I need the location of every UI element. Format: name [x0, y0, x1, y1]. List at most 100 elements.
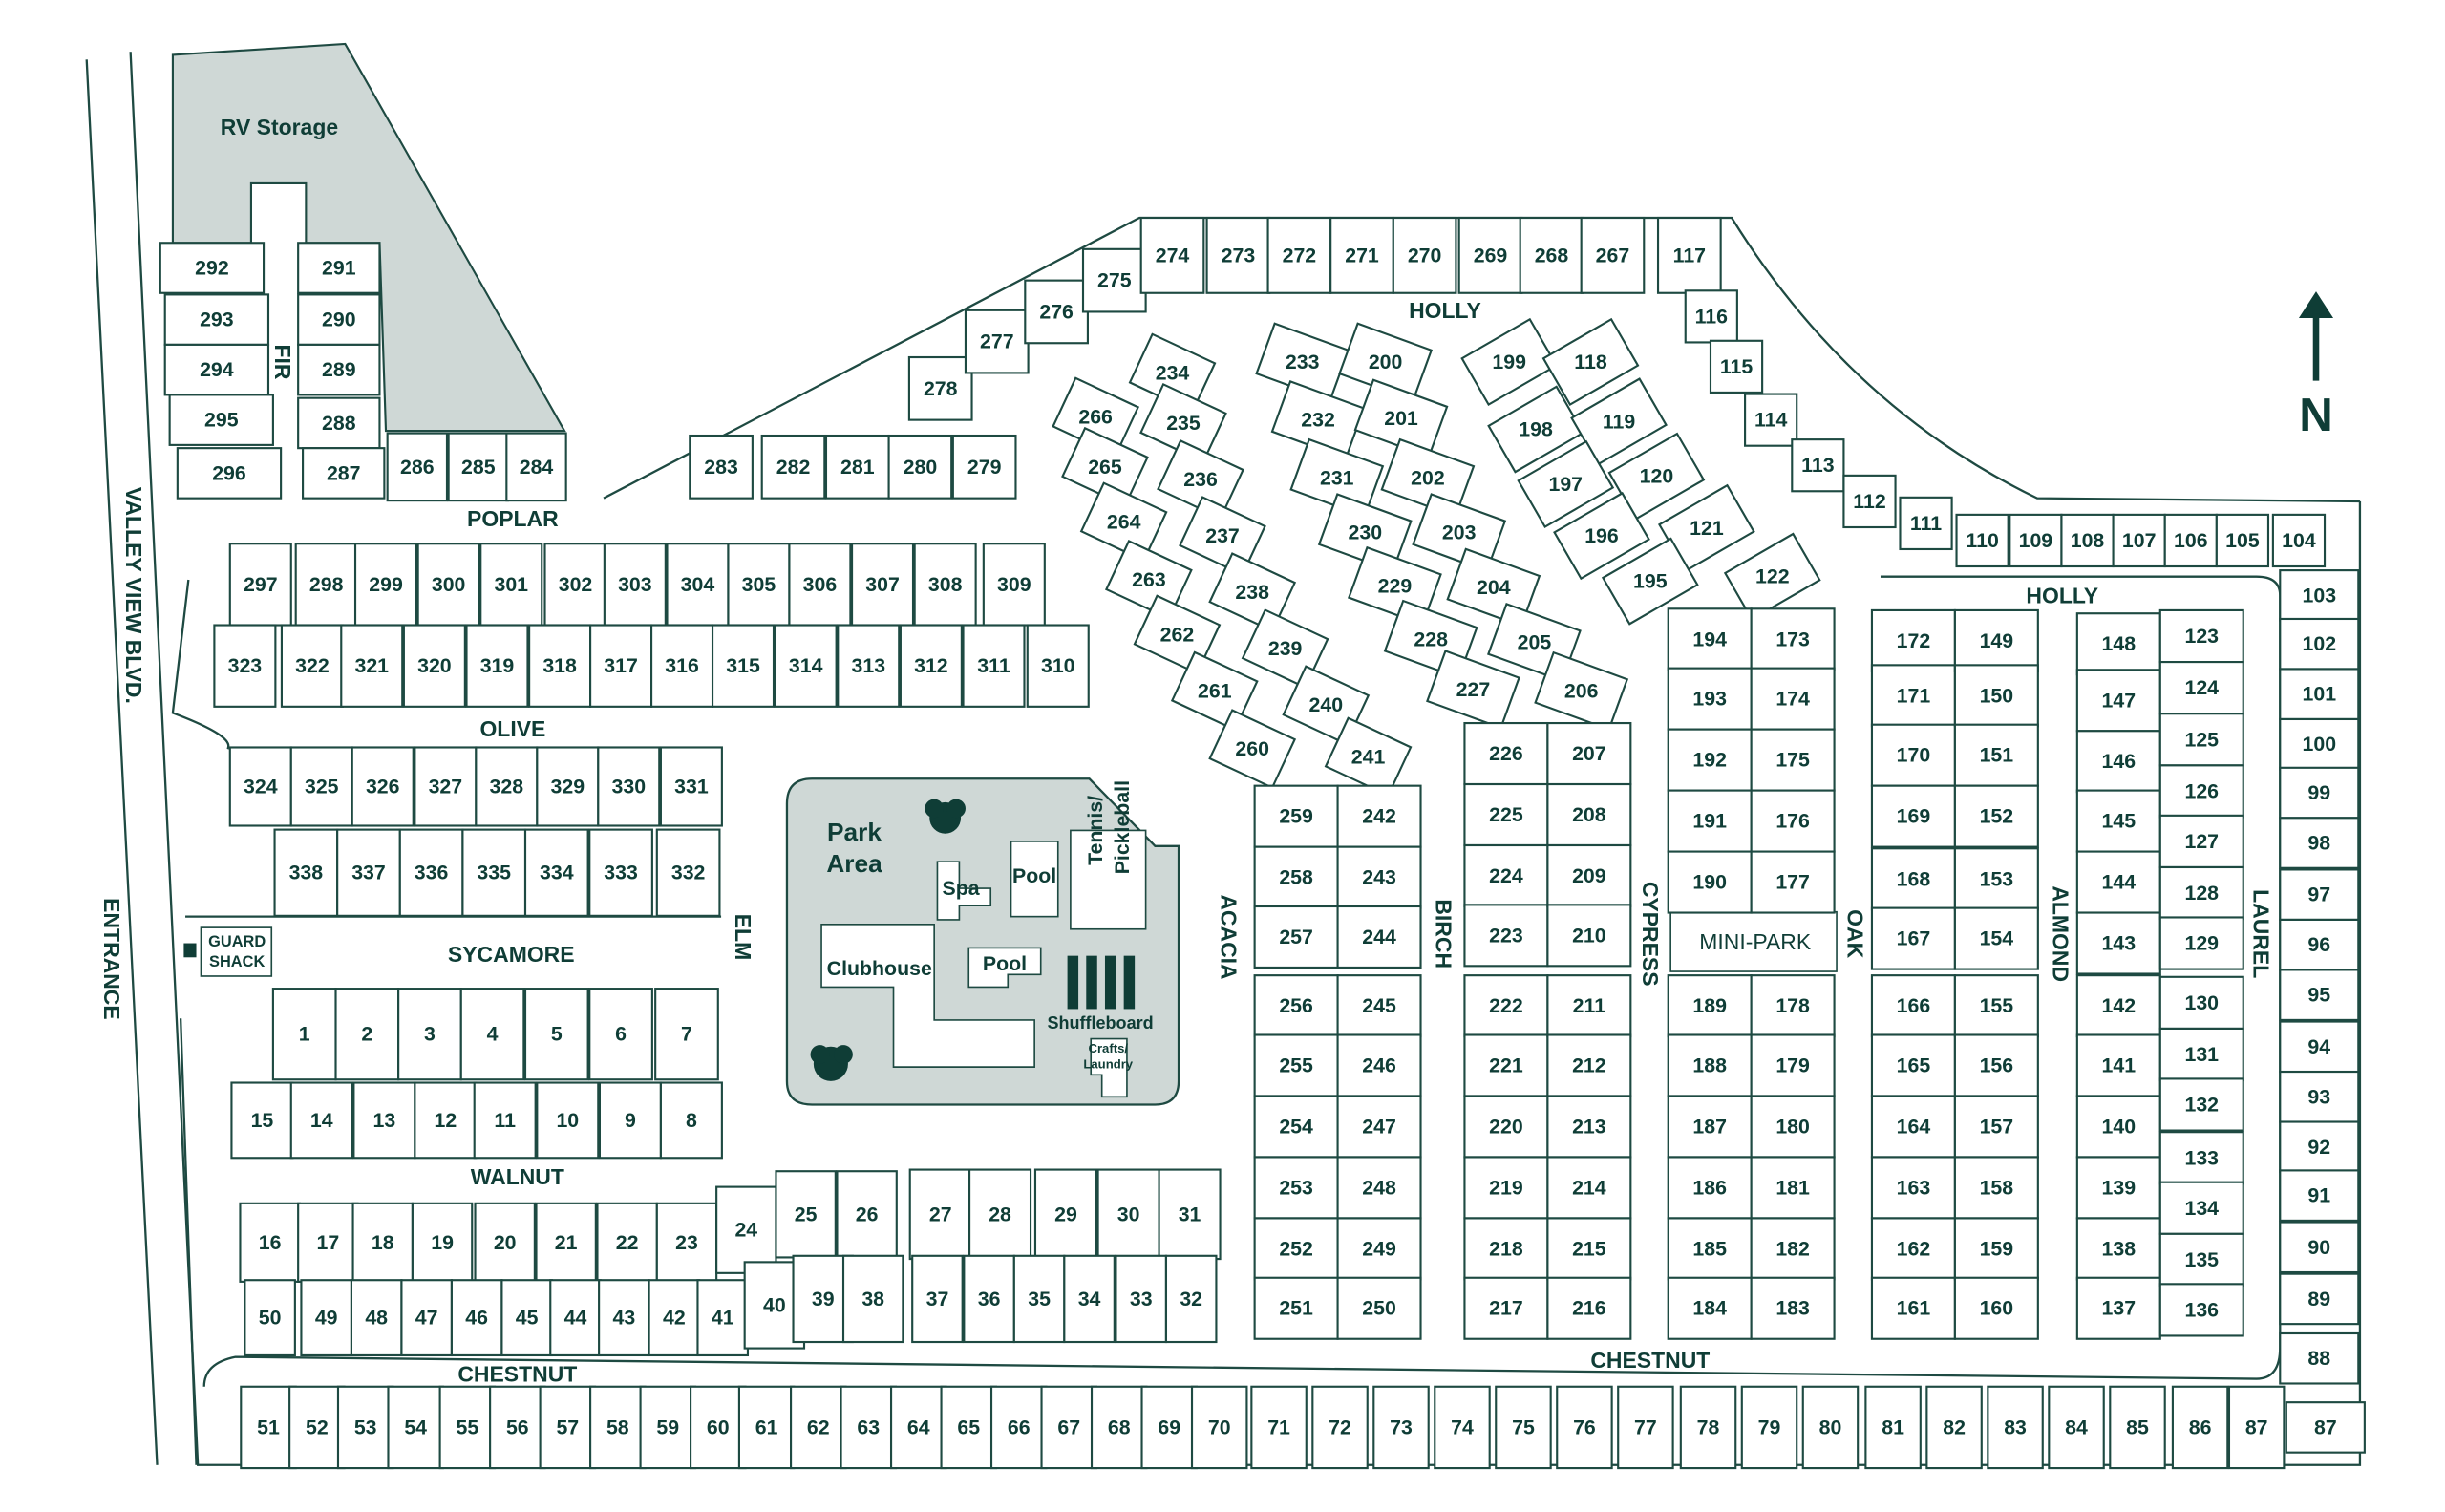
lot-10[interactable]: 10 [536, 1081, 600, 1160]
lot-274[interactable]: 274 [1139, 216, 1205, 294]
lot-81[interactable]: 81 [1864, 1385, 1922, 1470]
lot-1[interactable]: 1 [271, 988, 337, 1081]
lot-188[interactable]: 188 [1667, 1033, 1753, 1097]
lot-49[interactable]: 49 [300, 1279, 352, 1357]
lot-327[interactable]: 327 [414, 746, 478, 827]
lot-283[interactable]: 283 [689, 434, 754, 500]
lot-210[interactable]: 210 [1546, 904, 1632, 968]
lot-286[interactable]: 286 [386, 432, 449, 502]
lot-123[interactable]: 123 [2158, 608, 2244, 664]
lot-202[interactable]: 202 [1380, 437, 1476, 518]
lot-53[interactable]: 53 [336, 1385, 394, 1470]
lot-108[interactable]: 108 [2060, 513, 2115, 568]
lot-195[interactable]: 195 [1601, 537, 1699, 626]
lot-134[interactable]: 134 [2158, 1181, 2244, 1235]
lot-183[interactable]: 183 [1750, 1276, 1836, 1340]
lot-316[interactable]: 316 [650, 624, 714, 708]
lot-181[interactable]: 181 [1750, 1156, 1836, 1220]
lot-169[interactable]: 169 [1870, 784, 1956, 848]
lot-328[interactable]: 328 [475, 746, 539, 827]
lot-199[interactable]: 199 [1460, 317, 1559, 407]
lot-43[interactable]: 43 [598, 1279, 650, 1357]
lot-219[interactable]: 219 [1463, 1156, 1549, 1220]
lot-78[interactable]: 78 [1679, 1385, 1737, 1470]
lot-223[interactable]: 223 [1463, 904, 1549, 968]
lot-277[interactable]: 277 [964, 309, 1030, 374]
lot-124[interactable]: 124 [2158, 661, 2244, 715]
lot-313[interactable]: 313 [837, 624, 901, 708]
lot-222[interactable]: 222 [1463, 974, 1549, 1038]
lot-160[interactable]: 160 [1953, 1276, 2039, 1340]
lot-330[interactable]: 330 [597, 746, 661, 827]
lot-263[interactable]: 263 [1104, 540, 1193, 620]
lot-82[interactable]: 82 [1925, 1385, 1983, 1470]
lot-103[interactable]: 103 [2279, 569, 2360, 622]
lot-336[interactable]: 336 [398, 828, 464, 917]
lot-145[interactable]: 145 [2075, 789, 2161, 853]
lot-97[interactable]: 97 [2279, 868, 2360, 921]
lot-12[interactable]: 12 [414, 1081, 478, 1160]
lot-323[interactable]: 323 [213, 624, 277, 708]
lot-42[interactable]: 42 [648, 1279, 701, 1357]
lot-56[interactable]: 56 [489, 1385, 546, 1470]
lot-226[interactable]: 226 [1463, 721, 1549, 786]
lot-165[interactable]: 165 [1870, 1033, 1956, 1097]
lot-337[interactable]: 337 [336, 828, 401, 917]
lot-173[interactable]: 173 [1750, 607, 1836, 671]
lot-8[interactable]: 8 [659, 1081, 723, 1160]
lot-326[interactable]: 326 [351, 746, 415, 827]
lot-267[interactable]: 267 [1580, 216, 1646, 294]
lot-198[interactable]: 198 [1487, 385, 1584, 474]
lot-217[interactable]: 217 [1463, 1276, 1549, 1340]
lot-290[interactable]: 290 [297, 293, 381, 346]
lot-132[interactable]: 132 [2158, 1077, 2244, 1132]
lot-27[interactable]: 27 [908, 1168, 972, 1261]
lot-128[interactable]: 128 [2158, 865, 2244, 921]
lot-333[interactable]: 333 [588, 828, 653, 917]
lot-270[interactable]: 270 [1392, 216, 1457, 294]
lot-329[interactable]: 329 [536, 746, 600, 827]
lot-105[interactable]: 105 [2215, 513, 2270, 568]
lot-80[interactable]: 80 [1801, 1385, 1860, 1470]
lot-266[interactable]: 266 [1052, 376, 1140, 458]
lot-298[interactable]: 298 [294, 543, 358, 627]
lot-86[interactable]: 86 [2171, 1385, 2229, 1470]
lot-176[interactable]: 176 [1750, 789, 1836, 853]
lot-244[interactable]: 244 [1336, 905, 1422, 969]
lot-211[interactable]: 211 [1546, 974, 1632, 1038]
lot-30[interactable]: 30 [1096, 1168, 1160, 1261]
lot-22[interactable]: 22 [596, 1202, 658, 1283]
lot-71[interactable]: 71 [1250, 1385, 1308, 1470]
lot-116[interactable]: 116 [1684, 289, 1738, 344]
lot-334[interactable]: 334 [523, 828, 589, 917]
lot-324[interactable]: 324 [228, 746, 292, 827]
lot-114[interactable]: 114 [1744, 393, 1798, 447]
lot-143[interactable]: 143 [2075, 911, 2161, 975]
lot-271[interactable]: 271 [1329, 216, 1394, 294]
lot-279[interactable]: 279 [951, 434, 1017, 500]
lot-224[interactable]: 224 [1463, 843, 1549, 908]
lot-135[interactable]: 135 [2158, 1232, 2244, 1288]
lot-23[interactable]: 23 [655, 1202, 718, 1283]
lot-241[interactable]: 241 [1324, 716, 1413, 798]
lot-251[interactable]: 251 [1253, 1276, 1339, 1340]
lot-46[interactable]: 46 [450, 1279, 503, 1357]
lot-127[interactable]: 127 [2158, 814, 2244, 869]
lot-214[interactable]: 214 [1546, 1156, 1632, 1220]
lot-275[interactable]: 275 [1081, 247, 1147, 313]
lot-237[interactable]: 237 [1179, 496, 1266, 576]
lot-208[interactable]: 208 [1546, 782, 1632, 847]
lot-162[interactable]: 162 [1870, 1217, 1956, 1281]
lot-137[interactable]: 137 [2075, 1276, 2161, 1340]
lot-235[interactable]: 235 [1139, 382, 1227, 463]
lot-312[interactable]: 312 [899, 624, 963, 708]
lot-293[interactable]: 293 [163, 293, 270, 346]
lot-150[interactable]: 150 [1953, 664, 2039, 728]
lot-159[interactable]: 159 [1953, 1217, 2039, 1281]
lot-125[interactable]: 125 [2158, 713, 2244, 767]
lot-182[interactable]: 182 [1750, 1217, 1836, 1281]
lot-297[interactable]: 297 [228, 543, 292, 627]
lot-99[interactable]: 99 [2279, 766, 2360, 820]
lot-102[interactable]: 102 [2279, 617, 2360, 671]
lot-13[interactable]: 13 [352, 1081, 416, 1160]
